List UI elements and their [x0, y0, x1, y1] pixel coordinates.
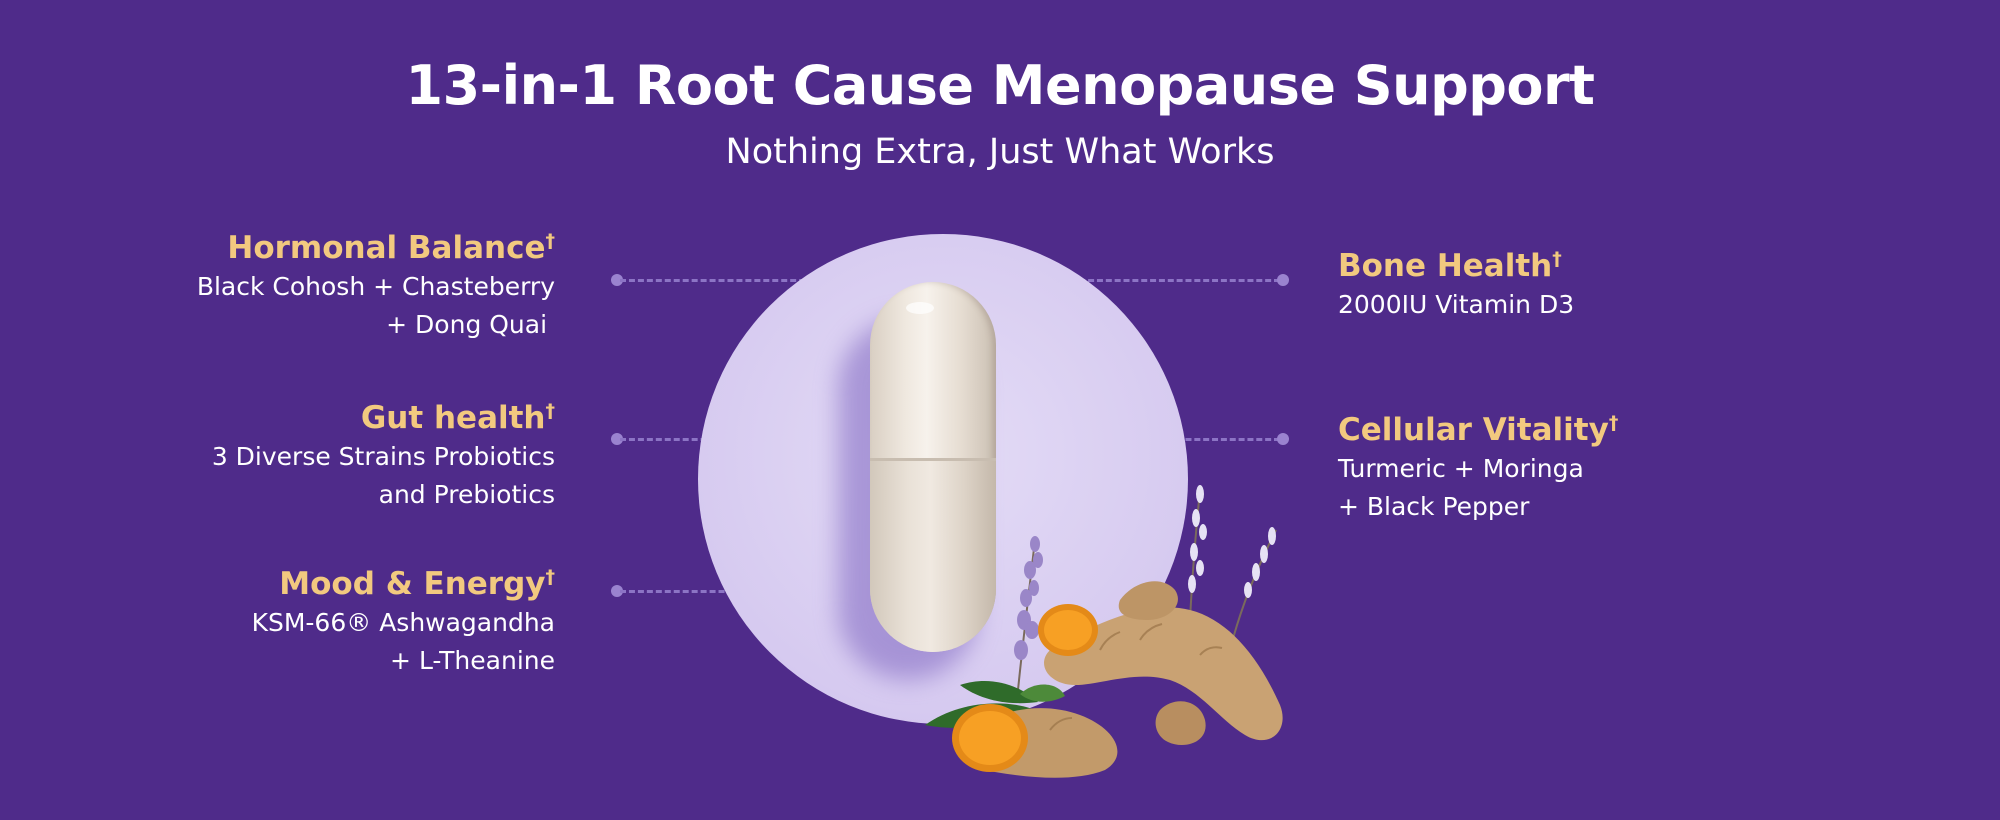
benefit-ingredients: 3 Diverse Strains Probiotics	[211, 442, 555, 471]
benefit-ingredients: Black Cohosh + Chasteberry	[196, 272, 555, 301]
connector-dot	[1277, 433, 1289, 445]
benefit-ingredients: and Prebiotics	[378, 480, 555, 509]
benefit-hormonal-balance: Hormonal Balance† Black Cohosh + Chasteb…	[35, 228, 555, 344]
benefit-bone-health: Bone Health† 2000IU Vitamin D3	[1338, 246, 1858, 324]
benefit-ingredients: 2000IU Vitamin D3	[1338, 290, 1575, 319]
dagger-mark: †	[1552, 248, 1562, 270]
benefit-gut-health: Gut health† 3 Diverse Strains Probiotics…	[35, 398, 555, 514]
benefit-title: Bone Health†	[1338, 248, 1562, 284]
benefit-cellular-vitality: Cellular Vitality† Turmeric + Moringa + …	[1338, 410, 1858, 526]
connector-dot	[611, 585, 623, 597]
connector-dot	[611, 433, 623, 445]
dagger-mark: †	[545, 566, 556, 588]
dagger-mark: †	[1608, 412, 1619, 434]
benefit-title: Mood & Energy†	[279, 566, 556, 602]
turmeric-herbs-icon	[925, 485, 1283, 778]
connector-line	[620, 279, 832, 282]
benefit-ingredients: KSM-66® Ashwagandha	[251, 608, 555, 637]
connector-line	[1035, 279, 1280, 282]
connector-dot	[1277, 274, 1289, 286]
page-title: 13-in-1 Root Cause Menopause Support	[405, 54, 1595, 117]
benefit-mood-energy: Mood & Energy† KSM-66® Ashwagandha + L-T…	[35, 564, 555, 680]
connector-dot	[611, 274, 623, 286]
benefit-title: Cellular Vitality†	[1338, 412, 1619, 448]
page-subtitle: Nothing Extra, Just What Works	[725, 132, 1275, 172]
capsule-icon	[870, 282, 996, 652]
benefit-ingredients: + Dong Quai	[386, 310, 555, 339]
dagger-mark: †	[545, 400, 556, 422]
benefit-title: Gut health†	[360, 400, 556, 436]
benefit-title: Hormonal Balance†	[227, 230, 556, 266]
benefit-ingredients: + L-Theanine	[390, 646, 555, 675]
dagger-mark: †	[545, 230, 556, 252]
benefit-ingredients: + Black Pepper	[1338, 492, 1530, 521]
benefit-ingredients: Turmeric + Moringa	[1338, 454, 1584, 483]
